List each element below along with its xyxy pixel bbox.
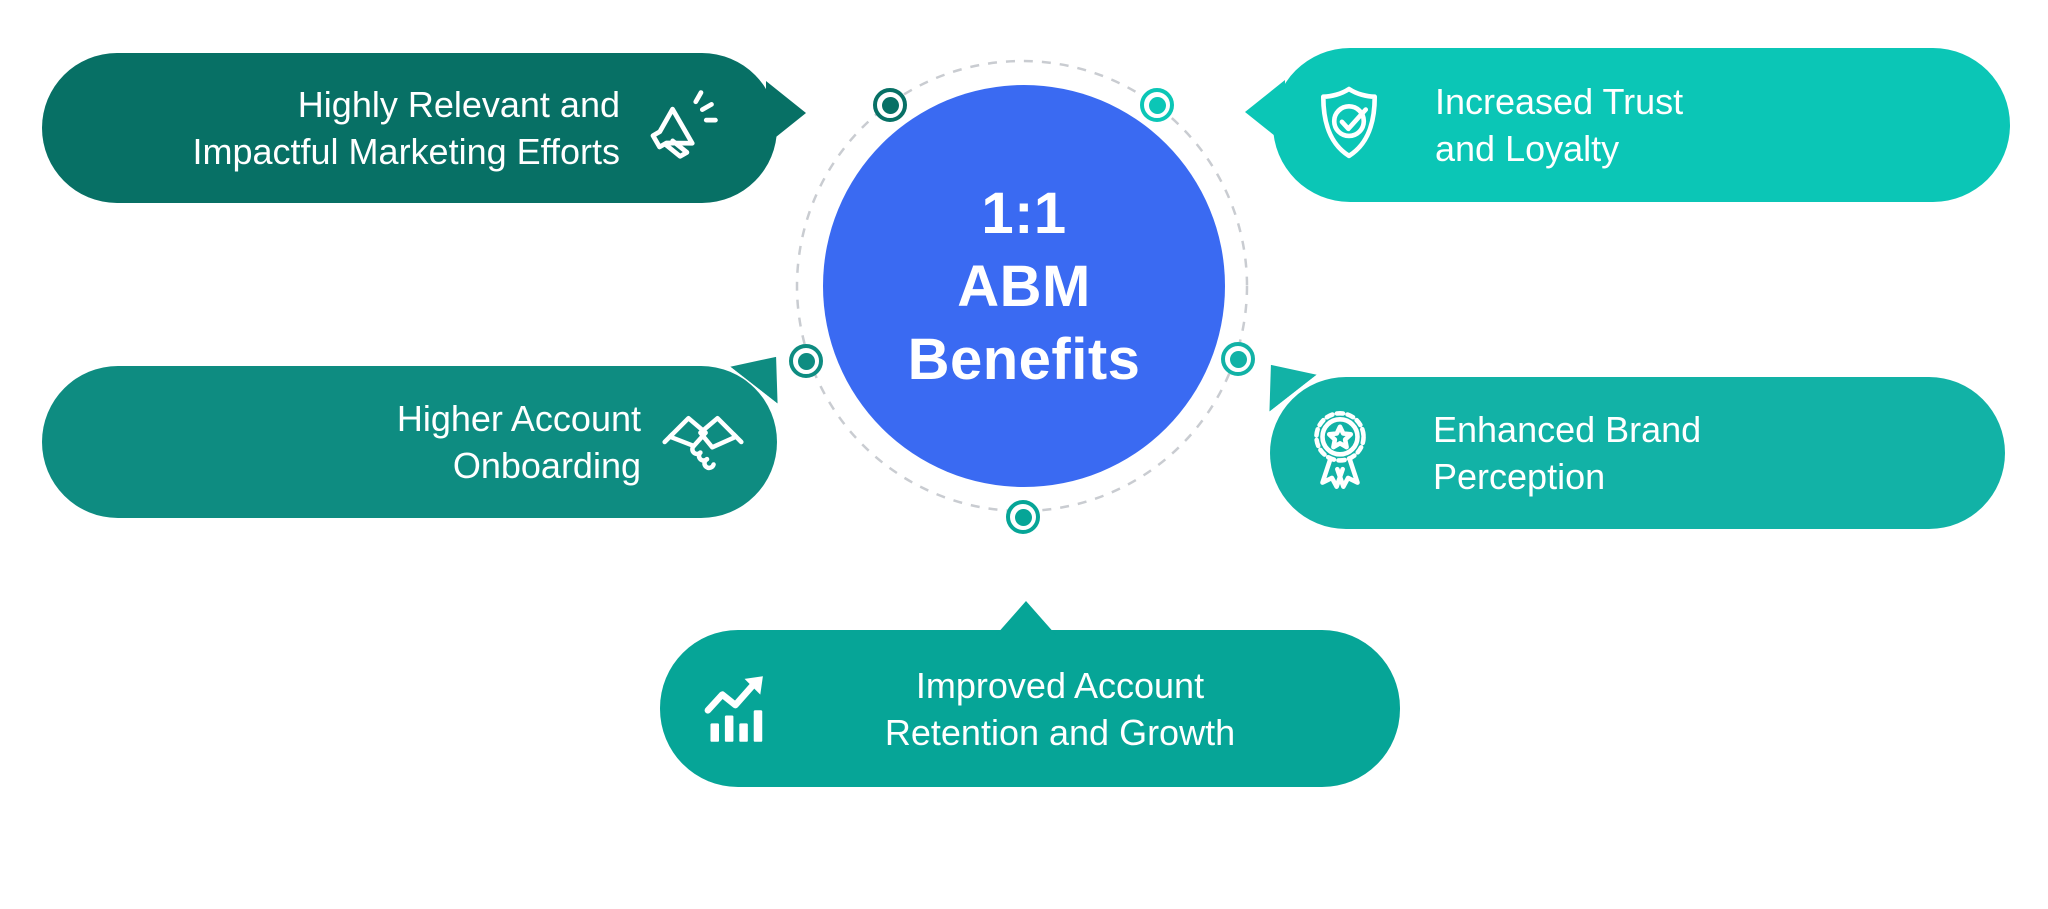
connector-node-marketing [873, 88, 907, 122]
benefit-label-retention: Improved Account Retention and Growth [884, 664, 1236, 753]
benefit-card-retention: Improved Account Retention and Growth [660, 601, 1400, 787]
shield-check-icon [1313, 83, 1385, 167]
title-line-3: Benefits [907, 326, 1141, 392]
title-line-2: ABM [957, 253, 1091, 319]
benefit-label-marketing: Highly Relevant and Impactful Marketing … [192, 84, 621, 172]
benefit-label-brand: Enhanced Brand Perception [1433, 409, 1702, 497]
node-dot [797, 352, 815, 370]
node-dot [1148, 96, 1166, 114]
growth-chart-icon [700, 671, 776, 747]
node-dot [881, 96, 899, 114]
handshake-icon [659, 405, 747, 479]
benefit-card-marketing: Highly Relevant and Impactful Marketing … [42, 53, 777, 203]
node-dot [1229, 350, 1247, 368]
node-dot [1014, 508, 1032, 526]
title-line-1: 1:1 [981, 180, 1067, 246]
benefit-label-onboarding: Higher Account Onboarding [396, 398, 641, 486]
benefit-card-onboarding: Higher Account Onboarding [42, 366, 777, 518]
benefit-card-trust: Increased Trust and Loyalty [1273, 48, 2010, 202]
connector-node-retention [1006, 500, 1040, 534]
award-ribbon-icon [1305, 407, 1375, 499]
benefit-label-trust: Increased Trust and Loyalty [1435, 81, 1684, 169]
connector-node-onboarding [789, 344, 823, 378]
megaphone-icon [638, 86, 722, 170]
connector-node-brand [1221, 342, 1255, 376]
benefit-card-brand: Enhanced Brand Perception [1270, 377, 2005, 529]
center-title-circle: 1:1 ABM Benefits [823, 85, 1225, 487]
connector-node-trust [1140, 88, 1174, 122]
